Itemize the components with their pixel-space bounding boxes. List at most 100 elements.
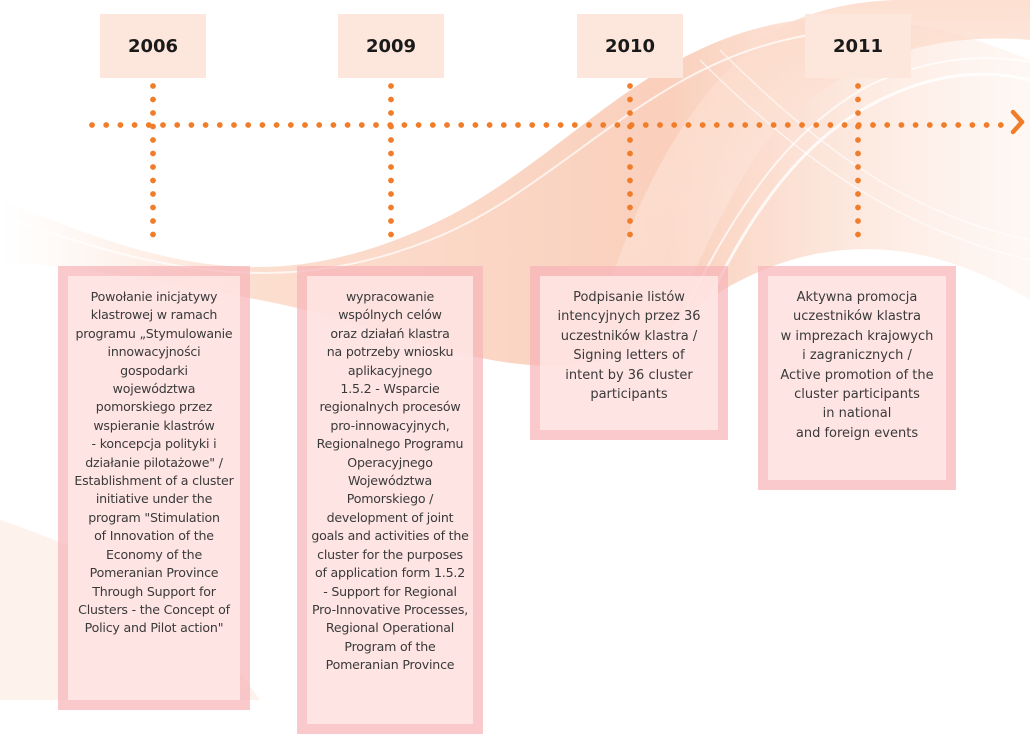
timeline-dotted-line xyxy=(89,122,1004,128)
timeline-dot xyxy=(202,122,209,128)
timeline-dot xyxy=(784,122,791,128)
timeline-dot xyxy=(614,122,621,128)
timeline-dot xyxy=(273,122,280,128)
timeline-dot xyxy=(103,122,110,128)
timeline-dot xyxy=(131,122,138,128)
connector-dot xyxy=(388,110,394,116)
connector-dot xyxy=(855,231,861,238)
year-label-2009: 2009 xyxy=(338,14,444,78)
timeline-dot xyxy=(571,122,578,128)
timeline-dot xyxy=(870,122,876,128)
timeline-dot xyxy=(287,122,294,128)
connector-dot xyxy=(150,137,156,143)
timeline-dot xyxy=(770,122,777,128)
year-label-2010: 2010 xyxy=(577,14,683,78)
timeline-dot xyxy=(373,122,379,128)
year-label-2011: 2011 xyxy=(805,14,911,78)
connector-dot xyxy=(855,177,861,184)
timeline-dot xyxy=(671,122,678,128)
timeline-dot xyxy=(997,122,1004,128)
timeline-dot xyxy=(543,122,550,128)
timeline-dot xyxy=(117,122,124,128)
timeline-dot xyxy=(657,122,663,128)
connector-dot xyxy=(627,150,633,157)
timeline-dot xyxy=(344,122,351,128)
event-box-2006: Powołanie inicjatywy klastrowej w ramach… xyxy=(58,266,250,710)
timeline-dot xyxy=(557,122,564,128)
connector-dot xyxy=(388,231,394,238)
timeline-dot xyxy=(926,122,933,128)
timeline-dot xyxy=(330,122,337,128)
timeline-dot xyxy=(827,122,834,128)
timeline-dot xyxy=(216,122,223,128)
connector-dot xyxy=(855,137,861,143)
connector-dot xyxy=(855,191,861,197)
timeline-dot xyxy=(358,122,365,128)
timeline-dot xyxy=(756,122,763,128)
timeline-dot xyxy=(302,122,308,128)
timeline-dot xyxy=(728,122,734,128)
event-box-2011: Aktywna promocja uczestników klastra w i… xyxy=(758,266,956,490)
connector-dot xyxy=(150,150,156,157)
connector-dot xyxy=(150,231,156,238)
timeline-connectors xyxy=(150,83,861,238)
timeline-dot xyxy=(742,122,749,128)
timeline-dot xyxy=(415,122,422,128)
event-description: wypracowanie wspólnych celów oraz działa… xyxy=(311,289,469,673)
timeline-dot xyxy=(429,122,436,128)
connector-dot xyxy=(388,218,394,224)
timeline-dot xyxy=(401,122,408,128)
connector-dot xyxy=(627,204,633,211)
connector-dot xyxy=(627,164,633,170)
timeline-dot xyxy=(955,122,962,128)
timeline-dot xyxy=(898,122,905,128)
timeline-dot xyxy=(884,122,891,128)
connector-dot xyxy=(627,177,633,184)
connector-dot xyxy=(855,110,861,116)
connector-dot xyxy=(388,123,394,130)
timeline-dot xyxy=(245,122,252,128)
timeline-dot xyxy=(685,122,692,128)
connector-dot xyxy=(150,96,156,103)
connector-dot xyxy=(627,231,633,238)
timeline-dot xyxy=(713,122,720,128)
event-box-2010: Podpisanie listów intencyjnych przez 36 … xyxy=(530,266,728,440)
connector-dot xyxy=(388,96,394,103)
timeline-dot xyxy=(600,122,607,128)
timeline-dot xyxy=(500,122,507,128)
connector-dot xyxy=(150,177,156,184)
timeline-dot xyxy=(444,122,450,128)
event-description: Podpisanie listów intencyjnych przez 36 … xyxy=(557,290,701,403)
connector-dot xyxy=(150,83,156,89)
connector-dot xyxy=(627,218,633,224)
timeline-dot xyxy=(174,122,181,128)
connector-dot xyxy=(855,218,861,224)
timeline-dot xyxy=(642,122,649,128)
timeline-dot xyxy=(188,122,195,128)
connector-dot xyxy=(855,204,861,211)
timeline-dot xyxy=(231,122,237,128)
connector-dot xyxy=(855,150,861,157)
timeline-dot xyxy=(799,122,805,128)
connector-dot xyxy=(627,137,633,143)
connector-dot xyxy=(627,96,633,103)
year-label-2006: 2006 xyxy=(100,14,206,78)
connector-dot xyxy=(855,123,861,130)
connector-dot xyxy=(150,123,156,130)
connector-dot xyxy=(855,83,861,89)
connector-dot xyxy=(855,164,861,170)
connector-dot xyxy=(388,191,394,197)
chevron-right-icon xyxy=(1010,109,1025,135)
connector-dot xyxy=(388,150,394,157)
connector-dot xyxy=(627,110,633,116)
connector-dot xyxy=(627,83,633,89)
timeline-dot xyxy=(841,122,848,128)
connector-dot xyxy=(150,164,156,170)
connector-dot xyxy=(388,204,394,211)
connector-dot xyxy=(388,83,394,89)
event-box-2009: wypracowanie wspólnych celów oraz działa… xyxy=(297,266,483,734)
timeline-dot xyxy=(259,122,266,128)
connector-dot xyxy=(855,96,861,103)
connector-dot xyxy=(150,110,156,116)
